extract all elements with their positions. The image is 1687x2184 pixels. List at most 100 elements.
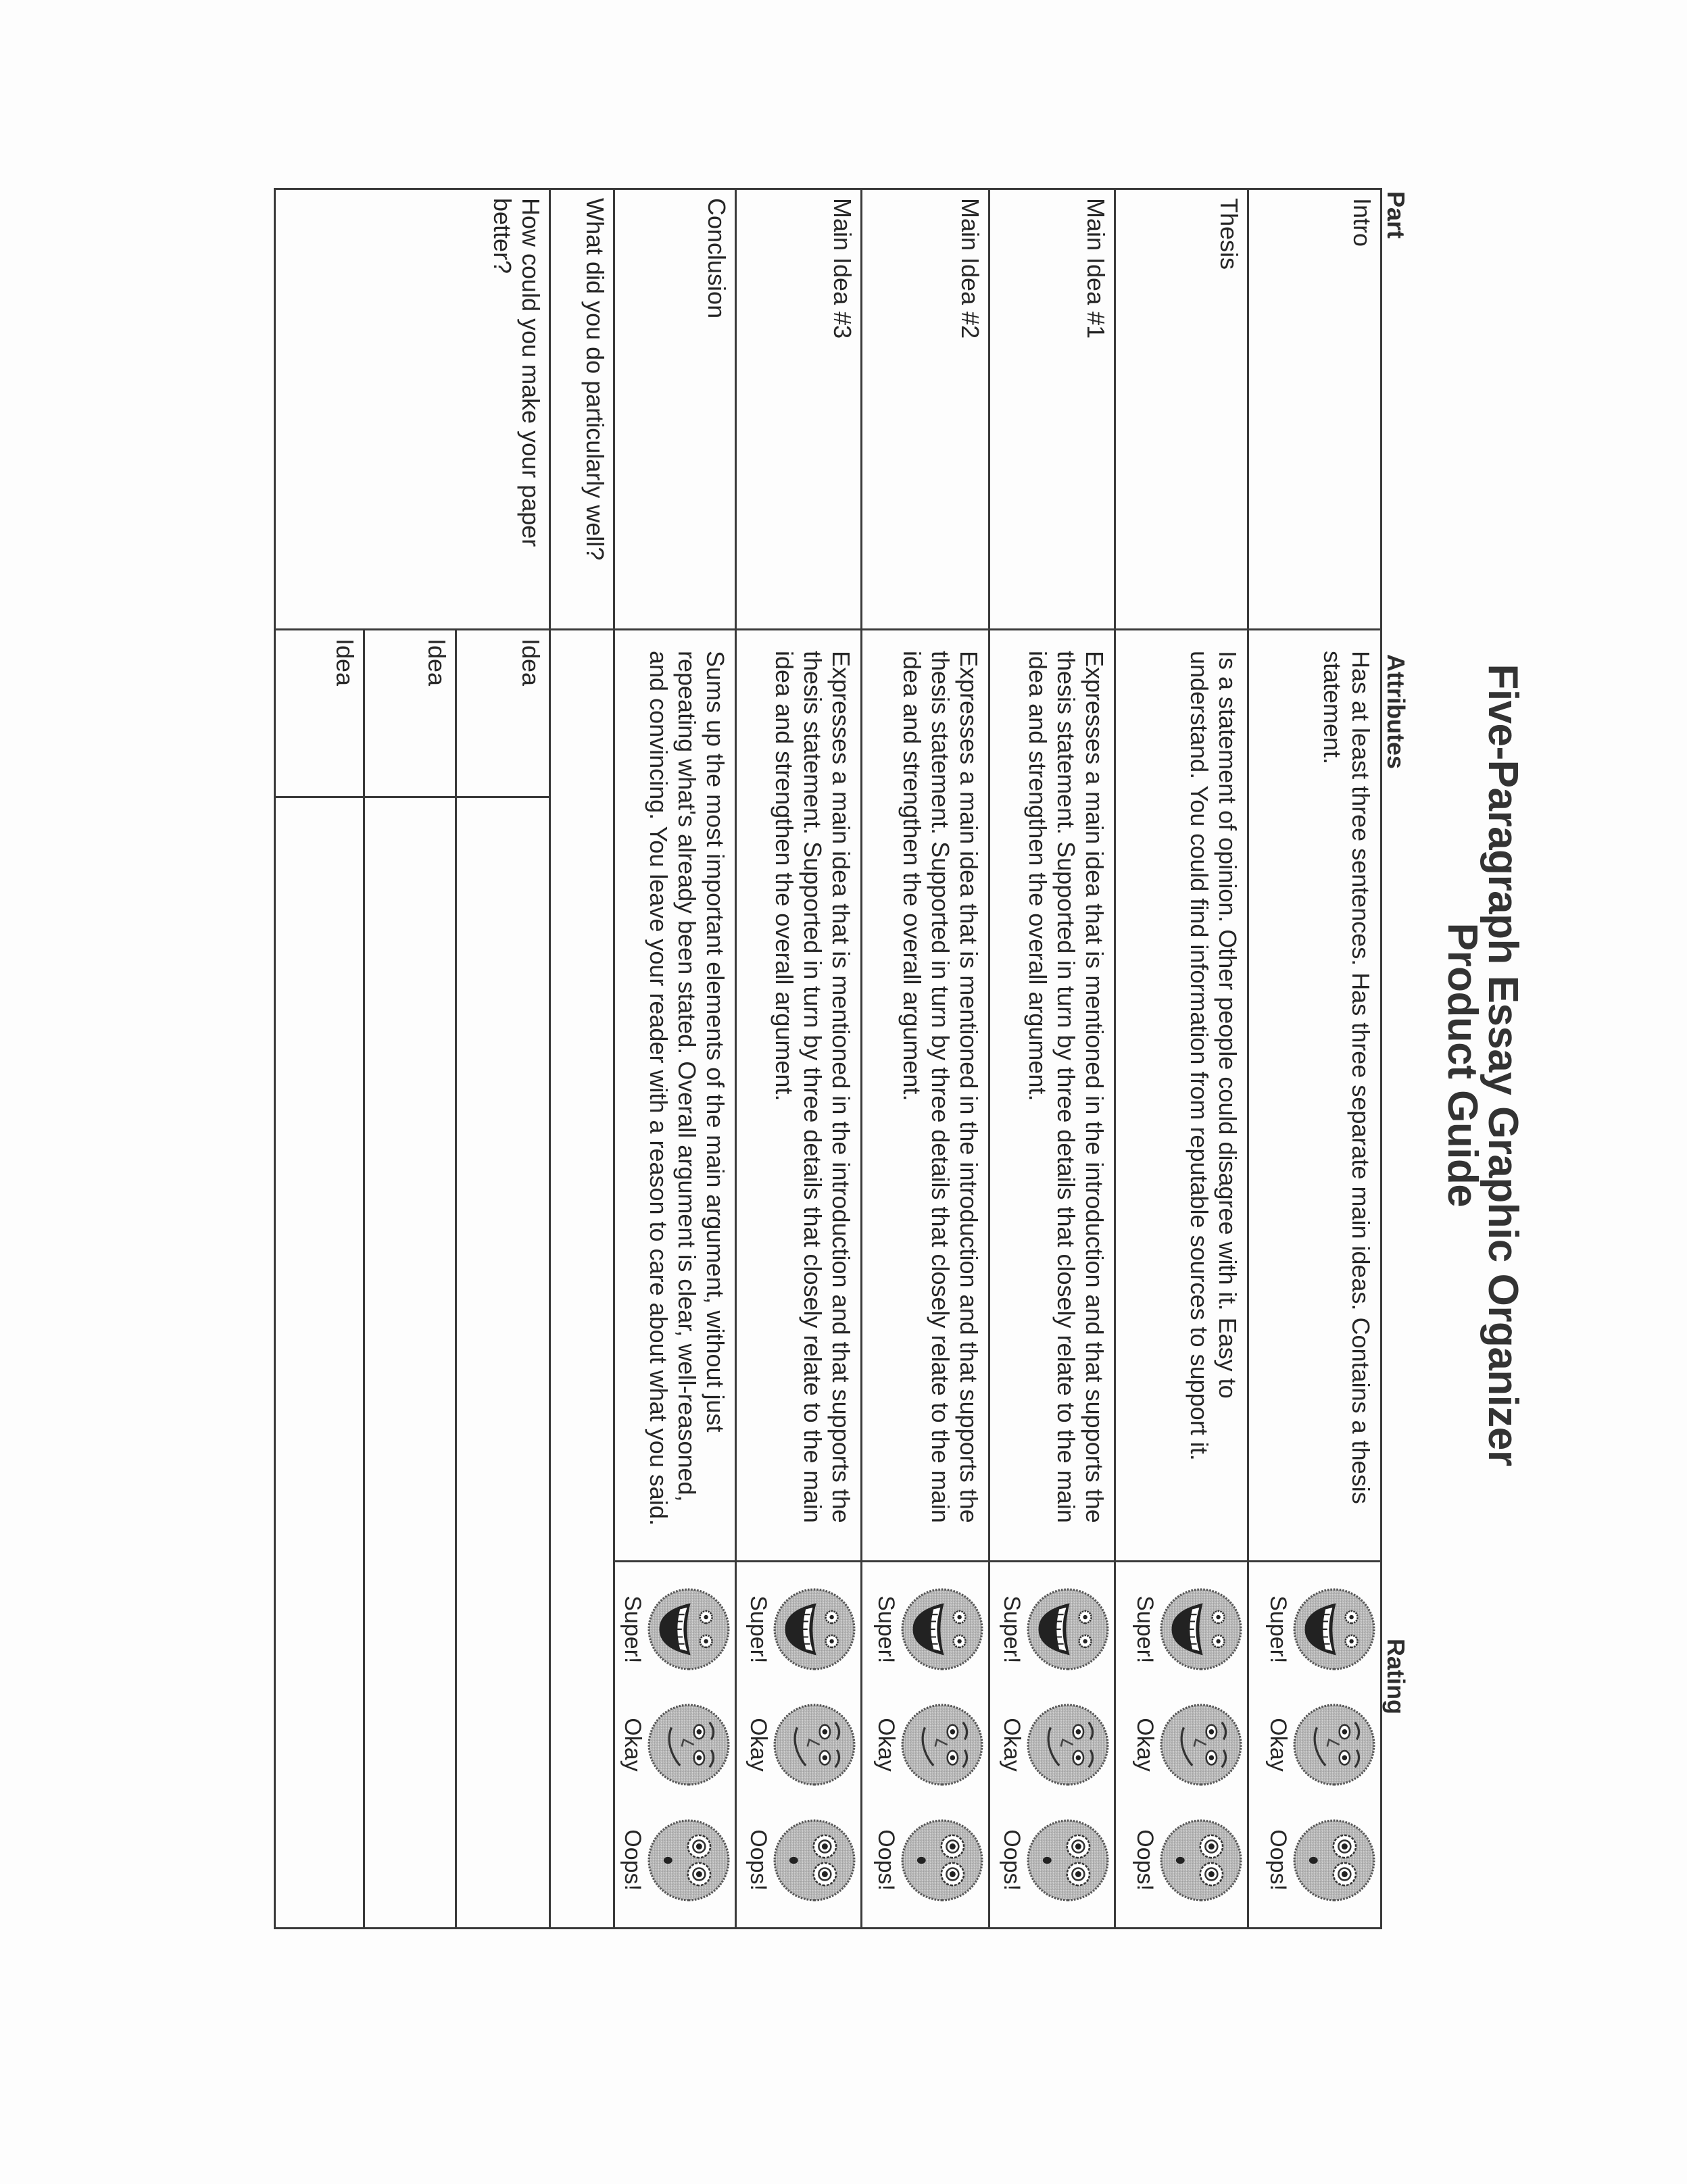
rating-label: Oops! — [873, 1829, 899, 1891]
rating-option-okay[interactable]: Okay — [1132, 1691, 1244, 1799]
table-row: Main Idea #1 Expresses a main idea that … — [989, 189, 1115, 1929]
smirking-face-icon — [1293, 1704, 1375, 1786]
table-row: Main Idea #3 Expresses a main idea that … — [735, 189, 862, 1929]
attributes-cell: Is a statement of opinion. Other people … — [1115, 629, 1248, 1562]
column-header-rating: Rating — [1382, 1639, 1410, 1714]
part-cell: Thesis — [1115, 189, 1248, 630]
grinning-face-icon — [901, 1588, 983, 1670]
part-cell: Main Idea #3 — [735, 189, 862, 630]
rating-option-oops[interactable]: Oops! — [873, 1806, 985, 1914]
rating-option-oops[interactable]: Oops! — [620, 1806, 732, 1914]
rating-option-oops[interactable]: Oops! — [1132, 1806, 1244, 1914]
table-row: Thesis Is a statement of opinion. Other … — [1115, 189, 1248, 1929]
rating-label: Super! — [999, 1595, 1025, 1664]
did-well-answer-field[interactable] — [549, 629, 614, 1929]
rating-label: Super! — [1132, 1595, 1158, 1664]
rating-label: Super! — [1265, 1595, 1291, 1664]
page-title: Five-Paragraph Essay Graphic Organizer — [1480, 664, 1526, 1466]
rating-option-oops[interactable]: Oops! — [999, 1806, 1111, 1914]
rating-option-oops[interactable]: Oops! — [1265, 1806, 1377, 1914]
table-row: Intro Has at least three sentences. Has … — [1248, 189, 1382, 1929]
rating-option-super[interactable]: Super! — [745, 1575, 858, 1683]
rating-label: Oops! — [999, 1829, 1025, 1891]
rating-label: Okay — [1265, 1718, 1291, 1772]
reflection-row-did-well: What did you do particularly well? — [549, 189, 614, 1929]
column-header-attributes: Attributes — [1382, 654, 1410, 769]
grinning-face-icon — [1160, 1588, 1242, 1670]
surprised-face-icon — [901, 1819, 983, 1902]
rating-option-oops[interactable]: Oops! — [745, 1806, 858, 1914]
improve-prompt: How could you make your paper better? — [274, 189, 550, 630]
part-cell: Conclusion — [614, 189, 736, 630]
idea-answer-field[interactable] — [274, 797, 364, 1929]
idea-label: Idea — [274, 629, 364, 797]
smirking-face-icon — [773, 1704, 856, 1786]
part-cell: Main Idea #1 — [989, 189, 1115, 630]
rating-label: Oops! — [620, 1829, 645, 1891]
idea-answer-field[interactable] — [456, 797, 550, 1929]
rating-label: Oops! — [745, 1829, 771, 1891]
rating-option-okay[interactable]: Okay — [999, 1691, 1111, 1799]
rating-option-okay[interactable]: Okay — [873, 1691, 985, 1799]
rating-label: Okay — [620, 1718, 645, 1772]
grinning-face-icon — [1027, 1588, 1109, 1670]
attributes-cell: Expresses a main idea that is mentioned … — [989, 629, 1115, 1562]
smirking-face-icon — [1027, 1704, 1109, 1786]
reflection-row-idea: How could you make your paper better? Id… — [274, 189, 550, 1929]
rating-option-okay[interactable]: Okay — [1265, 1691, 1377, 1799]
rating-label: Okay — [745, 1718, 771, 1772]
attributes-cell: Sums up the most important elements of t… — [614, 629, 736, 1562]
idea-answer-field[interactable] — [364, 797, 456, 1929]
rating-label: Super! — [620, 1595, 645, 1664]
rating-label: Super! — [873, 1595, 899, 1664]
page-subtitle: Product Guide — [1439, 922, 1486, 1208]
rating-label: Oops! — [1132, 1829, 1158, 1891]
rating-label: Okay — [873, 1718, 899, 1772]
surprised-face-icon — [773, 1819, 856, 1902]
rating-option-okay[interactable]: Okay — [745, 1691, 858, 1799]
rating-option-okay[interactable]: Okay — [620, 1691, 732, 1799]
rating-option-super[interactable]: Super! — [620, 1575, 732, 1683]
did-well-prompt: What did you do particularly well? — [549, 189, 614, 630]
grinning-face-icon — [773, 1588, 856, 1670]
table-row: Main Idea #2 Expresses a main idea that … — [861, 189, 989, 1929]
surprised-face-icon — [1027, 1819, 1109, 1902]
rating-label: Oops! — [1265, 1829, 1291, 1891]
attributes-cell: Expresses a main idea that is mentioned … — [735, 629, 862, 1562]
table-row: Conclusion Sums up the most important el… — [614, 189, 736, 1929]
smirking-face-icon — [901, 1704, 983, 1786]
surprised-face-icon — [1293, 1819, 1375, 1902]
part-cell: Main Idea #2 — [861, 189, 989, 630]
attributes-cell: Has at least three sentences. Has three … — [1248, 629, 1382, 1562]
rating-option-super[interactable]: Super! — [1265, 1575, 1377, 1683]
rating-label: Super! — [745, 1595, 771, 1664]
rating-label: Okay — [1132, 1718, 1158, 1772]
smirking-face-icon — [647, 1704, 730, 1786]
rating-label: Okay — [999, 1718, 1025, 1772]
idea-label: Idea — [456, 629, 550, 797]
idea-label: Idea — [364, 629, 456, 797]
smirking-face-icon — [1160, 1704, 1242, 1786]
grinning-face-icon — [647, 1588, 730, 1670]
surprised-face-icon — [647, 1819, 730, 1902]
column-header-part: Part — [1382, 191, 1410, 239]
part-cell: Intro — [1248, 189, 1382, 630]
rating-option-super[interactable]: Super! — [873, 1575, 985, 1683]
rating-option-super[interactable]: Super! — [1132, 1575, 1244, 1683]
rating-option-super[interactable]: Super! — [999, 1575, 1111, 1683]
grinning-face-icon — [1293, 1588, 1375, 1670]
surprised-face-icon — [1160, 1819, 1242, 1902]
